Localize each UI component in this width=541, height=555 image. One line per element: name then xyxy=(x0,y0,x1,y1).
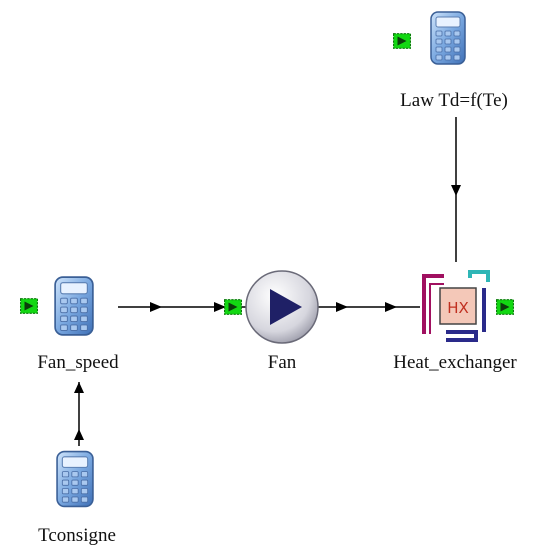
heat-exchanger-label: Heat_exchanger xyxy=(393,352,517,373)
input-port-icon[interactable] xyxy=(393,33,411,49)
play-icon xyxy=(270,289,302,325)
fan-label: Fan xyxy=(267,352,297,373)
heat-exchanger-block[interactable]: HX xyxy=(422,270,514,342)
input-port-icon[interactable] xyxy=(224,299,242,315)
input-port-icon[interactable] xyxy=(20,298,38,314)
fan-speed-block[interactable] xyxy=(20,276,94,336)
hx-symbol-text: HX xyxy=(447,299,469,317)
tconsigne-block[interactable] xyxy=(56,450,94,508)
calculator-icon[interactable] xyxy=(56,450,94,508)
output-port-icon[interactable] xyxy=(496,299,514,315)
law-label: Law Td=f(Te) xyxy=(400,90,508,111)
law-block[interactable] xyxy=(393,11,466,65)
fan-block[interactable] xyxy=(224,270,319,344)
connection-fan-to-heat-exchanger[interactable] xyxy=(318,302,420,312)
hx-body[interactable] xyxy=(439,287,477,325)
calculator-icon[interactable] xyxy=(430,11,466,65)
fan-speed-label: Fan_speed xyxy=(37,352,119,373)
connection-tconsigne-to-fan-speed[interactable] xyxy=(74,382,84,446)
tconsigne-label: Tconsigne xyxy=(38,525,116,546)
connection-law-to-heat-exchanger[interactable] xyxy=(451,117,461,262)
calculator-icon[interactable] xyxy=(54,276,94,336)
